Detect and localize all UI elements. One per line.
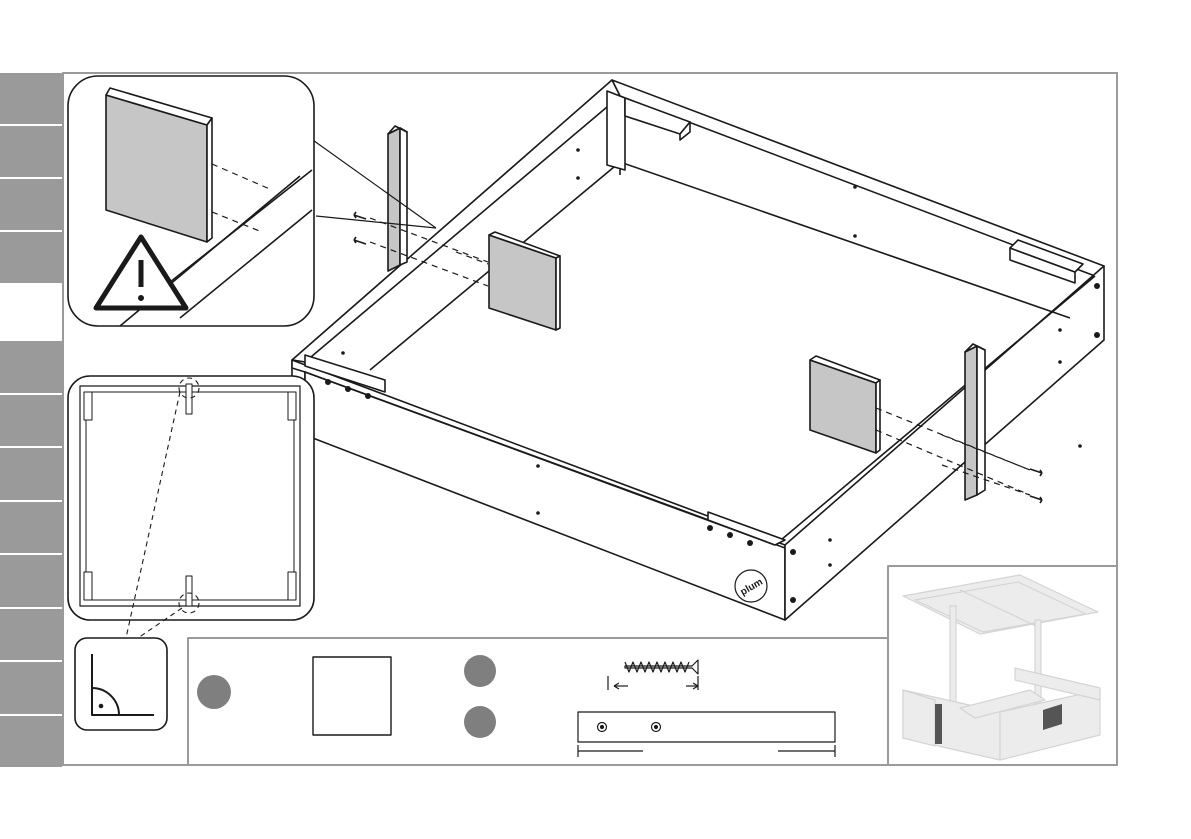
part-bullet-post [464,706,496,738]
right-angle-icon [75,638,167,730]
plum-logo: plum [735,570,767,602]
part-bullet-screw [464,655,496,687]
panel-left [489,232,560,330]
callout-lines [310,138,436,228]
detail-top-view [68,376,314,638]
finished-product-preview [888,566,1116,766]
panel-right [810,356,880,453]
part-post [578,712,835,757]
part-screw [608,660,698,690]
part-panel [313,657,391,735]
detail-panel-attach [68,76,314,326]
part-bullet-panel [197,675,231,709]
parts-box [188,638,888,766]
